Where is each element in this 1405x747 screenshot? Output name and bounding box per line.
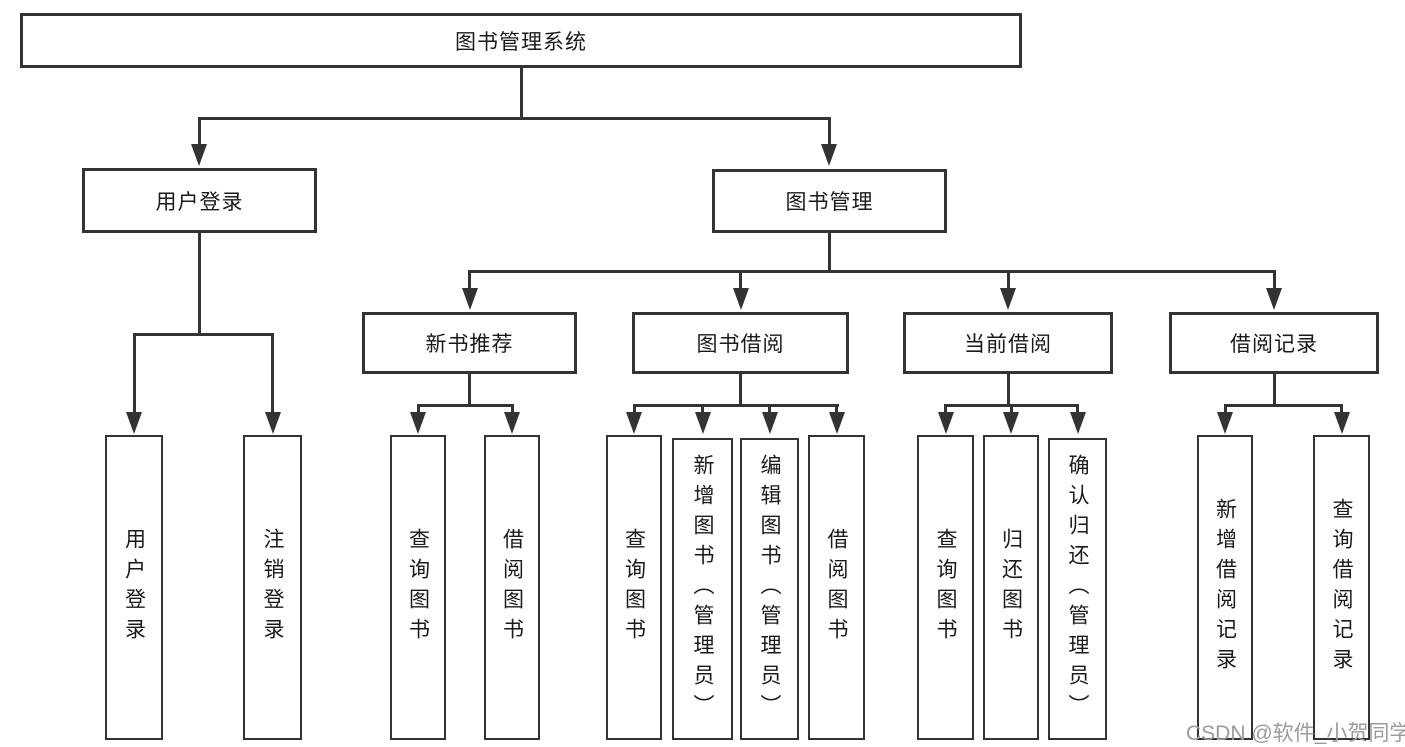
line-level3-branch <box>468 270 1276 273</box>
line-user-login-stub <box>197 231 201 335</box>
arrowhead-g5-leaf2 <box>1333 412 1350 434</box>
line-book-borrow-stub <box>739 372 742 406</box>
arrow-shaft-g3-leaf2 <box>701 404 704 414</box>
line-book-management-stub <box>827 231 831 273</box>
line-borrow-records-branch <box>1223 404 1343 407</box>
node-user-login: 用户登录 <box>82 168 317 233</box>
leaf-edit-book-admin: 编辑图书（管理员） <box>740 438 799 740</box>
arrow-shaft-g3-leaf1 <box>632 404 636 414</box>
arrowhead-new-book-recommend <box>461 288 478 310</box>
node-current-borrow: 当前借阅 <box>903 312 1113 374</box>
arrow-shaft-leaf-login <box>132 333 136 413</box>
line-user-login-branch <box>132 333 274 336</box>
leaf-add-book-admin: 新增图书（管理员） <box>672 438 733 740</box>
line-level2-branch <box>197 117 831 120</box>
node-new-book-recommend: 新书推荐 <box>362 312 577 374</box>
arrowhead-g4-leaf3 <box>1069 412 1086 434</box>
arrowhead-g5-leaf1 <box>1217 412 1233 434</box>
node-book-borrow: 图书借阅 <box>632 312 849 374</box>
arrow-shaft-g3-leaf4 <box>835 404 838 414</box>
arrowhead-leaf-login <box>126 412 142 434</box>
arrow-shaft-g4-leaf1 <box>944 404 947 414</box>
arrowhead-g3-leaf3 <box>761 412 778 434</box>
line-root-trunk <box>519 66 523 119</box>
arrowhead-g2-leaf1 <box>410 412 426 434</box>
arrow-shaft-g2-leaf1 <box>416 404 420 414</box>
leaf-query-book-recommend: 查询图书 <box>390 435 446 740</box>
leaf-user-login: 用户登录 <box>105 435 163 740</box>
arrow-shaft-g3-leaf3 <box>768 404 771 414</box>
node-borrow-records: 借阅记录 <box>1169 312 1379 374</box>
leaf-query-book-current: 查询图书 <box>917 435 974 740</box>
node-book-management: 图书管理 <box>712 169 947 233</box>
arrowhead-g2-leaf2 <box>504 412 520 434</box>
leaf-logout: 注销登录 <box>243 435 302 740</box>
line-book-borrow-branch <box>632 404 839 407</box>
arrowhead-g3-leaf4 <box>828 412 845 434</box>
arrow-shaft-book-borrow <box>739 270 742 290</box>
arrow-shaft-g2-leaf2 <box>510 404 514 414</box>
leaf-query-borrow-record: 查询借阅记录 <box>1313 435 1370 740</box>
leaf-return-book: 归还图书 <box>983 435 1039 740</box>
arrowhead-g3-leaf1 <box>626 412 642 434</box>
arrowhead-user-login <box>191 144 207 166</box>
arrow-shaft-g5-leaf1 <box>1223 404 1227 414</box>
arrow-shaft-g5-leaf2 <box>1340 404 1343 414</box>
arrowhead-borrow-records <box>1266 288 1282 310</box>
arrow-shaft-current-borrow <box>1006 270 1010 290</box>
line-new-book-recommend-branch <box>416 404 514 407</box>
arrow-shaft-leaf-logout <box>271 333 274 413</box>
line-current-borrow-stub <box>1006 372 1010 406</box>
arrowhead-current-borrow <box>1000 288 1016 310</box>
arrow-shaft-book-management <box>827 117 831 146</box>
arrow-shaft-g4-leaf2 <box>1009 404 1013 414</box>
arrowhead-g3-leaf2 <box>694 412 711 434</box>
arrow-shaft-g4-leaf3 <box>1076 404 1079 414</box>
line-new-book-recommend-stub <box>468 372 471 406</box>
leaf-borrow-book: 借阅图书 <box>808 435 865 740</box>
line-borrow-records-stub <box>1272 374 1276 406</box>
leaf-query-book-borrow: 查询图书 <box>606 435 662 740</box>
arrowhead-book-management <box>821 144 837 166</box>
leaf-add-borrow-record: 新增借阅记录 <box>1197 435 1253 740</box>
csdn-watermark: CSDN @软件_小贺同学 <box>1186 722 1405 745</box>
arrowhead-g4-leaf2 <box>1003 412 1019 434</box>
arrow-shaft-borrow-records <box>1272 270 1276 290</box>
arrowhead-book-borrow <box>732 288 749 310</box>
arrowhead-leaf-logout <box>264 412 281 434</box>
arrow-shaft-new-book-recommend <box>468 270 471 290</box>
arrow-shaft-user-login <box>197 117 201 146</box>
node-root: 图书管理系统 <box>20 13 1022 68</box>
leaf-confirm-return-admin: 确认归还（管理员） <box>1048 438 1107 740</box>
arrowhead-g4-leaf1 <box>937 412 954 434</box>
leaf-borrow-book-recommend: 借阅图书 <box>484 435 540 740</box>
